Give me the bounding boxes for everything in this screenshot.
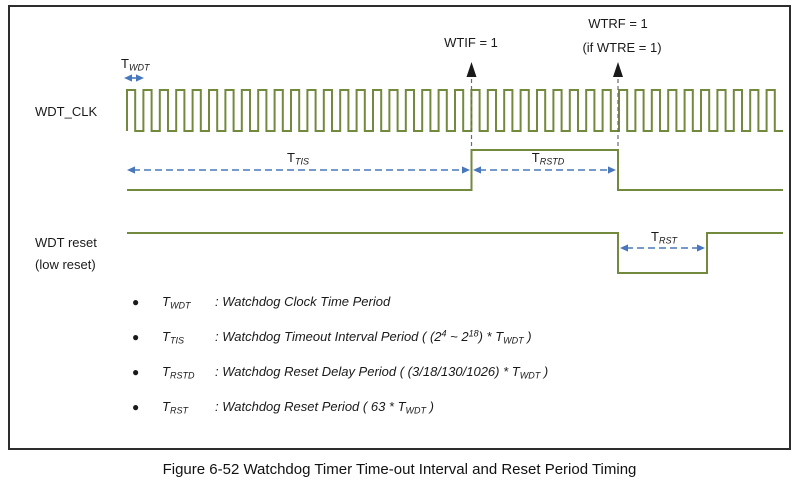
legend-description: : Watchdog Clock Time Period (215, 294, 391, 309)
figure-frame (8, 5, 791, 450)
legend-term: TRSTD (162, 364, 195, 381)
legend-item-trstd: ● TRSTD : Watchdog Reset Delay Period ( … (132, 364, 549, 381)
legend-term: TTIS (162, 329, 184, 346)
legend-description: : Watchdog Timeout Interval Period ( (24… (215, 328, 532, 346)
legend-item-ttis: ● TTIS : Watchdog Timeout Interval Perio… (132, 328, 532, 346)
legend-item-trst: ● TRST : Watchdog Reset Period ( 63 * TW… (132, 399, 434, 416)
legend-description: : Watchdog Reset Delay Period ( (3/18/13… (215, 364, 549, 381)
bullet-icon: ● (132, 330, 140, 344)
wtif-flag-label: WTIF = 1 (444, 35, 498, 50)
bullet-icon: ● (132, 400, 140, 414)
figure-caption: Figure 6-52 Watchdog Timer Time-out Inte… (162, 461, 637, 478)
bullet-icon: ● (132, 295, 140, 309)
legend-description: : Watchdog Reset Period ( 63 * TWDT ) (215, 399, 434, 416)
wtrf-flag-label: WTRF = 1 (588, 16, 648, 31)
wtre-condition-label: (if WTRE = 1) (582, 40, 662, 55)
wdt-reset-low-label: (low reset) (35, 257, 96, 272)
wdt-clk-signal-label: WDT_CLK (35, 104, 98, 119)
ttis-period-label: TTIS (287, 150, 309, 167)
wdt-reset-signal-label: WDT reset (35, 235, 97, 250)
legend-term: TRST (162, 399, 188, 416)
twdt-period-label: TWDT (121, 56, 150, 73)
legend-item-twdt: ● TWDT : Watchdog Clock Time Period (132, 294, 391, 311)
legend-term: TWDT (162, 294, 191, 311)
trst-period-label: TRST (651, 229, 677, 246)
bullet-icon: ● (132, 365, 140, 379)
trstd-period-label: TRSTD (531, 150, 565, 167)
